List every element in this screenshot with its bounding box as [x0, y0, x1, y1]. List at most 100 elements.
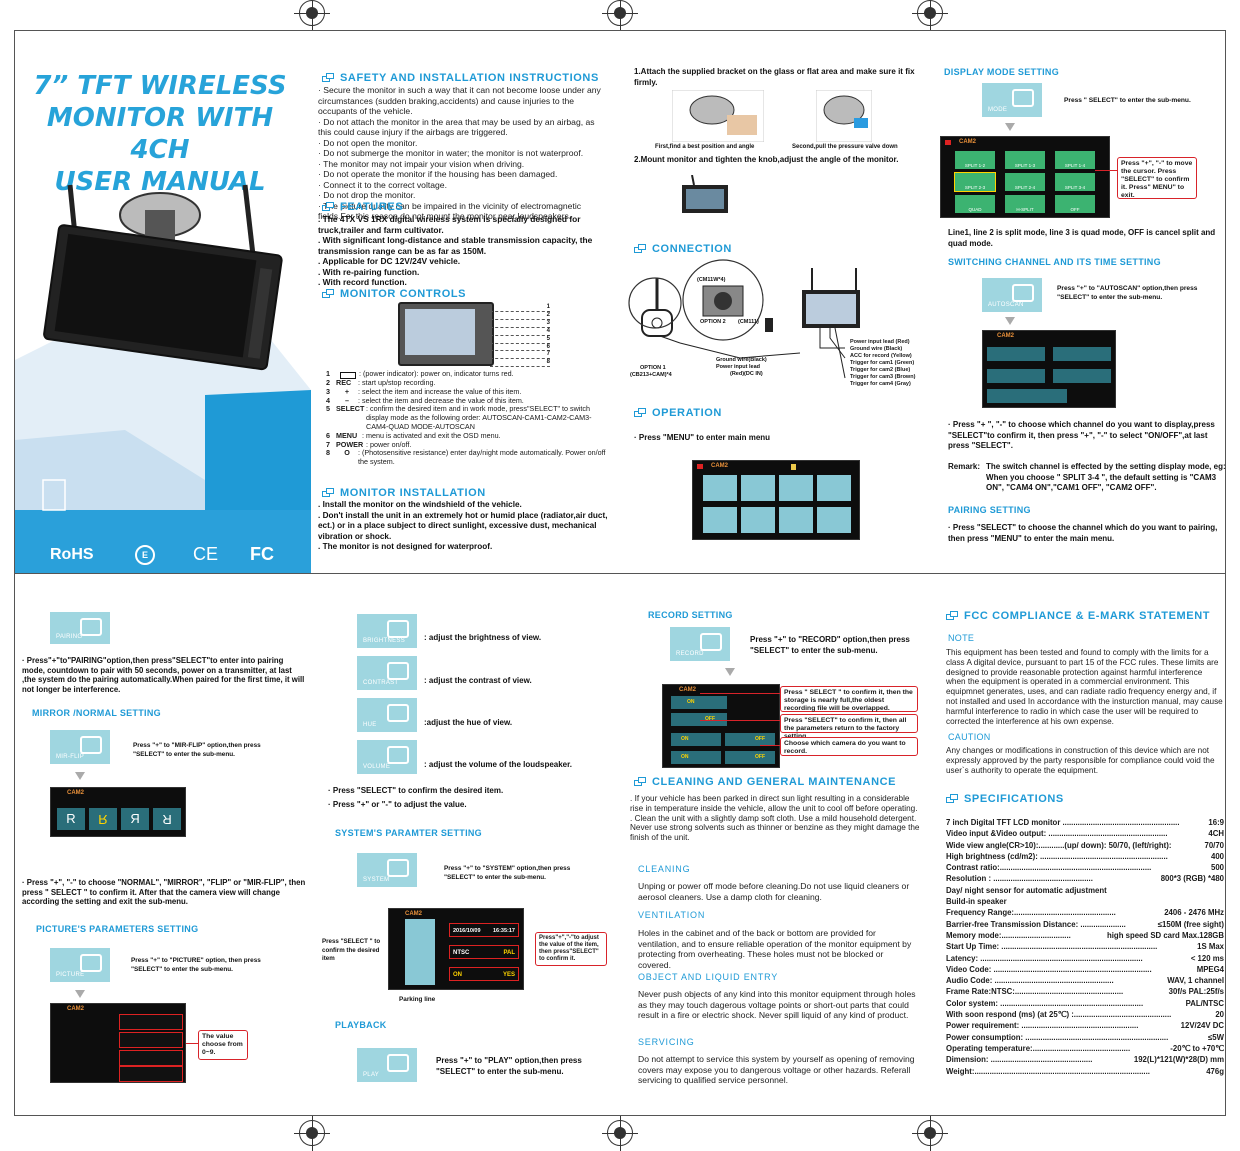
menu-tile[interactable] [703, 475, 737, 501]
contrast-description: : adjust the contrast of view. [424, 676, 532, 685]
mode-option[interactable]: SPLIT 3-4 [1055, 173, 1095, 191]
cleaning-intro: . If your vehicle has been parked in dir… [630, 794, 920, 843]
mode-option[interactable]: SPLIT 2-4 [1005, 173, 1045, 191]
fan-icon [387, 704, 409, 722]
mirror-hint: Press "+" to "MIR-FLIP" option,then pres… [133, 742, 261, 758]
mode-tile[interactable]: MODE [982, 83, 1042, 117]
autoscan-tile[interactable]: AUTOSCAN [982, 278, 1042, 312]
menu-tile[interactable] [779, 475, 813, 501]
section-heading-playback: PLAYBACK [335, 1020, 387, 1030]
channel-row[interactable] [987, 369, 1045, 383]
record-indicator-icon [697, 464, 703, 469]
mode-option[interactable]: H-SPLIT [1005, 195, 1045, 213]
display-mode-hint: Press " SELECT" to enter the sub-menu. [1064, 97, 1191, 104]
fcc-caution-text: Any changes or modifications in construc… [946, 746, 1215, 775]
mode-option[interactable]: SPLIT 1-2 [955, 151, 995, 169]
channel-row[interactable] [987, 347, 1045, 361]
control-number: 3 [490, 320, 550, 328]
pairing-tile[interactable]: PAIRING [50, 612, 110, 644]
mode-grid: SPLIT 1-2 SPLIT 1-3 SPLIT 1-4 SPLIT 2-3 … [954, 151, 1095, 213]
menu-tile[interactable] [703, 507, 737, 533]
mode-option[interactable]: SPLIT 1-3 [1005, 151, 1045, 169]
record-tile[interactable]: RECORD [670, 627, 730, 661]
spec-key: Contrast ratio:.........................… [946, 863, 1152, 873]
picture-param-row[interactable] [119, 1066, 183, 1082]
safety-item: · Do not operate the monitor if the hous… [318, 169, 558, 179]
picture-icon [80, 954, 102, 972]
spec-key: Color system: ..........................… [946, 998, 1144, 1008]
connection-label: OPTION 2 [700, 319, 726, 325]
section-heading-features: FEATURES [322, 201, 403, 213]
section-heading-fcc: FCC COMPLIANCE & E-MARK STATEMENT [946, 610, 1210, 622]
record-cam-row[interactable]: OFF [725, 733, 775, 746]
title-line-2: MONITOR WITH 4CH [46, 103, 274, 165]
spec-value: 192(L)*121(W)*28(D) mm [1133, 1055, 1224, 1065]
system-date: 2016/10/09 [453, 928, 481, 934]
installation-list: . Install the monitor on the windshield … [318, 500, 610, 553]
contrast-tile[interactable]: CONTRAST [357, 656, 417, 690]
record-cam-row[interactable]: ON [671, 733, 721, 746]
section-icon [322, 73, 334, 83]
screen-cam-label: CAM2 [67, 790, 85, 796]
menu-tile[interactable] [741, 507, 775, 533]
operation-text: · Press "MENU" to enter main menu [634, 433, 771, 442]
picture-param-row[interactable] [119, 1014, 183, 1030]
brightness-tile[interactable]: BRIGHTNESS [357, 614, 417, 648]
mode-option-selected[interactable]: SPLIT 2-3 [954, 172, 996, 192]
hue-tile[interactable]: HUE [357, 698, 417, 732]
menu-tile[interactable] [817, 507, 851, 533]
record-cam-row[interactable]: OFF [725, 751, 775, 764]
spec-value: 476g [1206, 1066, 1224, 1076]
record-option-row[interactable]: OFF [671, 713, 727, 726]
wire-label: Trigger for cam2 (Blue) [850, 367, 911, 373]
system-icon-column [405, 919, 435, 985]
record-option-row[interactable]: ON [671, 696, 727, 709]
monitor-front-diagram [398, 302, 494, 366]
installation-item: . Install the monitor on the windshield … [318, 500, 522, 509]
rohs-logo: RoHS [50, 546, 94, 563]
play-tile[interactable]: PLAY [357, 1048, 417, 1082]
mirror-option-selected[interactable]: R [89, 808, 117, 830]
switching-hint: Press "+" to "AUTOSCAN" option,then pres… [1057, 285, 1198, 301]
system-left-callout: Press "SELECT " to confirm the desired i… [322, 938, 381, 962]
mode-option[interactable]: SPLIT 1-4 [1055, 151, 1095, 169]
registration-mark-top-right [912, 0, 948, 31]
system-tile[interactable]: SYSTEM [357, 853, 417, 887]
spec-value: 1S Max [1197, 942, 1224, 952]
volume-tile[interactable]: VOLUME [357, 740, 417, 774]
section-heading-pairing: PAIRING SETTING [948, 505, 1031, 515]
mirror-option[interactable]: R [57, 808, 85, 830]
time-row[interactable] [987, 389, 1067, 403]
picture-param-row[interactable] [119, 1032, 183, 1048]
play-icon [387, 1054, 409, 1072]
section-icon [946, 794, 958, 804]
spec-key: Video Code: ............................… [946, 964, 1152, 974]
mirror-option[interactable]: R [121, 808, 149, 830]
section-icon [634, 777, 646, 787]
remark-label: Remark: [948, 462, 981, 471]
switching-text: · Press "+ ", "-" to choose which channe… [948, 420, 1215, 450]
menu-tile[interactable] [741, 475, 775, 501]
channel-row[interactable] [1053, 369, 1111, 383]
menu-tile[interactable] [779, 507, 813, 533]
main-menu-screen: CAM2 [692, 460, 860, 540]
mode-option[interactable]: QUAD [955, 195, 995, 213]
registration-mark-top-center [602, 0, 638, 31]
channel-row[interactable] [1053, 347, 1111, 361]
picture-tile[interactable]: PICTURE [50, 948, 110, 982]
spec-row: Power requirement: .....................… [946, 1020, 1224, 1031]
wire-legend: Power input lead (Red) Ground wire (Blac… [850, 339, 915, 388]
control-number: 8 [490, 359, 550, 368]
mirror-option[interactable]: R [153, 808, 181, 830]
record-cam-row[interactable]: ON [671, 751, 721, 764]
mir-flip-tile[interactable]: MIR-FLIP [50, 730, 110, 764]
menu-tile[interactable] [817, 475, 851, 501]
mode-option[interactable]: OFF [1055, 195, 1095, 213]
control-item: 3+: select the item and increase the val… [326, 386, 522, 396]
picture-param-row[interactable] [119, 1050, 183, 1066]
